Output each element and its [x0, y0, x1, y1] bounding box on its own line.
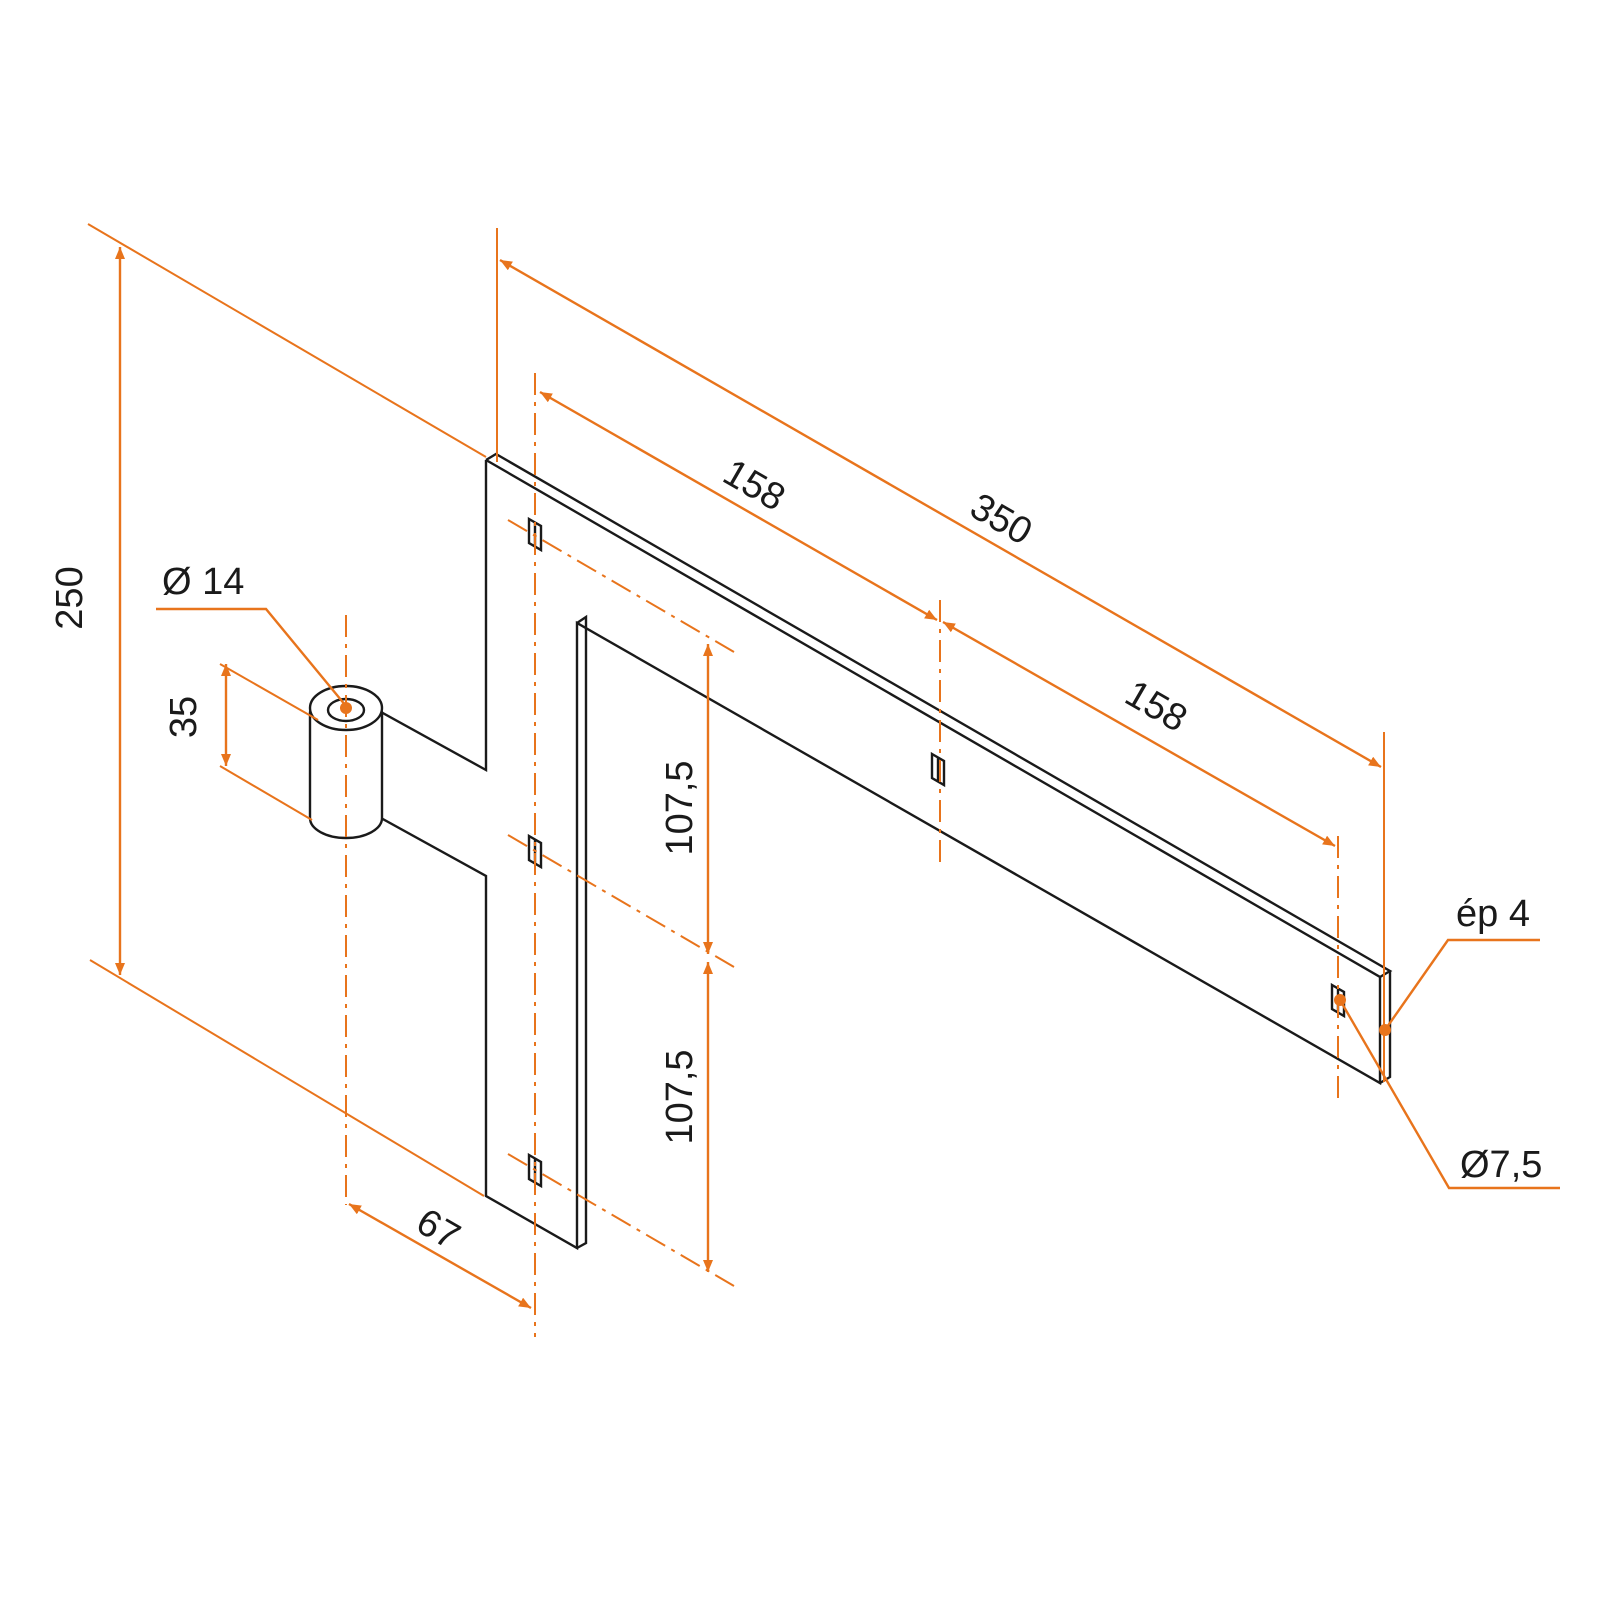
- dim-line-strap-segment-1: [539, 390, 938, 622]
- dimension-layer: 250 Ø 14 35 67 107,5 107,5 158 350 158 é…: [49, 223, 1560, 1337]
- axis-hole-middle: [507, 834, 735, 968]
- leader-dot-hole: [1334, 994, 1346, 1006]
- hinge-part: [308, 452, 1393, 1251]
- leader-dot-thickness: [1379, 1024, 1391, 1036]
- leader-dot-pin: [340, 702, 352, 714]
- leader-thickness: [1384, 938, 1540, 1031]
- ext-line-knuckle-top: [219, 663, 319, 721]
- ext-line-knuckle-bottom: [219, 765, 313, 821]
- label-hole-spacing-lower: 107,5: [659, 1049, 701, 1144]
- dim-line-hole-offset: [348, 1202, 532, 1310]
- label-thickness: ép 4: [1456, 893, 1530, 935]
- hinge-plate-face: [380, 458, 1382, 1251]
- screw-hole-strap-middle: [930, 751, 946, 788]
- label-strap-length: 350: [963, 486, 1039, 554]
- leader-hole-diameter: [1338, 999, 1560, 1190]
- label-hole-spacing-upper: 107,5: [659, 760, 701, 855]
- label-hole-offset: 67: [409, 1201, 467, 1259]
- label-knuckle-height: 35: [163, 696, 205, 738]
- ext-line-top: [87, 223, 487, 458]
- label-overall-height: 250: [49, 566, 91, 629]
- axis-hole-lower: [507, 1153, 735, 1287]
- knuckle-body: [308, 710, 384, 840]
- dim-line-strap-segment-2: [942, 620, 1336, 848]
- label-hole-diameter: Ø7,5: [1460, 1144, 1542, 1186]
- ext-line-bottom: [89, 959, 485, 1197]
- label-strap-segment-2: 158: [1118, 673, 1194, 741]
- hinge-plate-top-edge: [485, 452, 1393, 979]
- hinge-leg-edge: [576, 614, 588, 1250]
- label-pin-diameter: Ø 14: [162, 561, 244, 603]
- label-strap-segment-1: 158: [716, 452, 792, 520]
- leader-pin-diameter: [156, 607, 347, 707]
